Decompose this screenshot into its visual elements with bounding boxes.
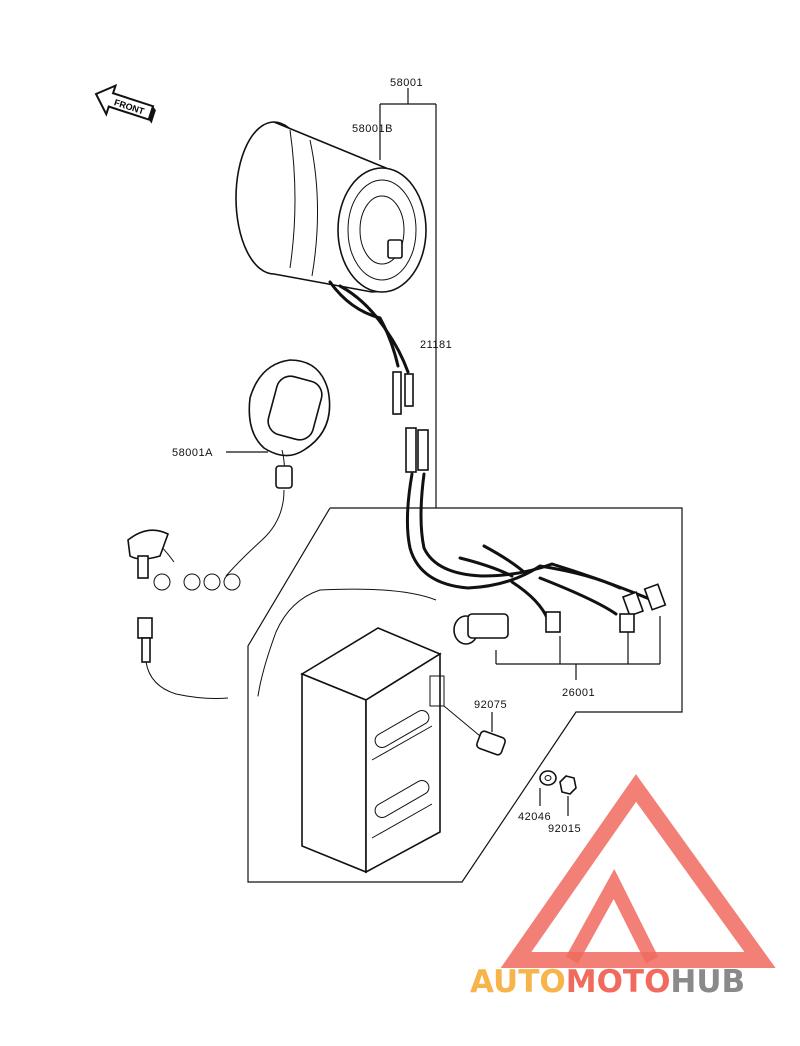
leader-lines xyxy=(226,88,661,816)
microphone xyxy=(127,359,331,591)
fuse-part xyxy=(443,705,506,756)
callout-92075: 92075 xyxy=(474,699,507,711)
callout-21181: 21181 xyxy=(420,339,452,351)
watermark-auto: AUTO xyxy=(470,964,566,1000)
callout-26001: 26001 xyxy=(562,687,595,699)
svg-text:AUTOMOTOHUB: AUTOMOTOHUB xyxy=(470,964,745,1000)
speaker xyxy=(235,121,427,415)
loose-cable xyxy=(137,617,229,699)
callout-58001b: 58001B xyxy=(352,123,393,135)
watermark-hub: HUB xyxy=(670,964,745,1000)
callout-58001a: 58001A xyxy=(172,447,213,459)
callout-labels: 58001 58001B 21181 58001A 92075 26001 42… xyxy=(172,77,595,835)
callout-42046: 42046 xyxy=(518,811,551,823)
wire-harness xyxy=(257,472,667,697)
connector-pair xyxy=(405,427,429,473)
washer-part xyxy=(539,770,557,786)
assembly-outline xyxy=(247,507,683,883)
control-unit xyxy=(300,627,445,874)
callout-58001: 58001 xyxy=(390,77,423,89)
front-arrow-icon: FRONT xyxy=(94,83,156,124)
nut-part xyxy=(559,775,577,795)
callout-92015: 92015 xyxy=(548,823,581,835)
watermark-logo: AUTOMOTOHUB xyxy=(470,774,776,1000)
watermark-moto: MOTO xyxy=(566,964,671,1000)
